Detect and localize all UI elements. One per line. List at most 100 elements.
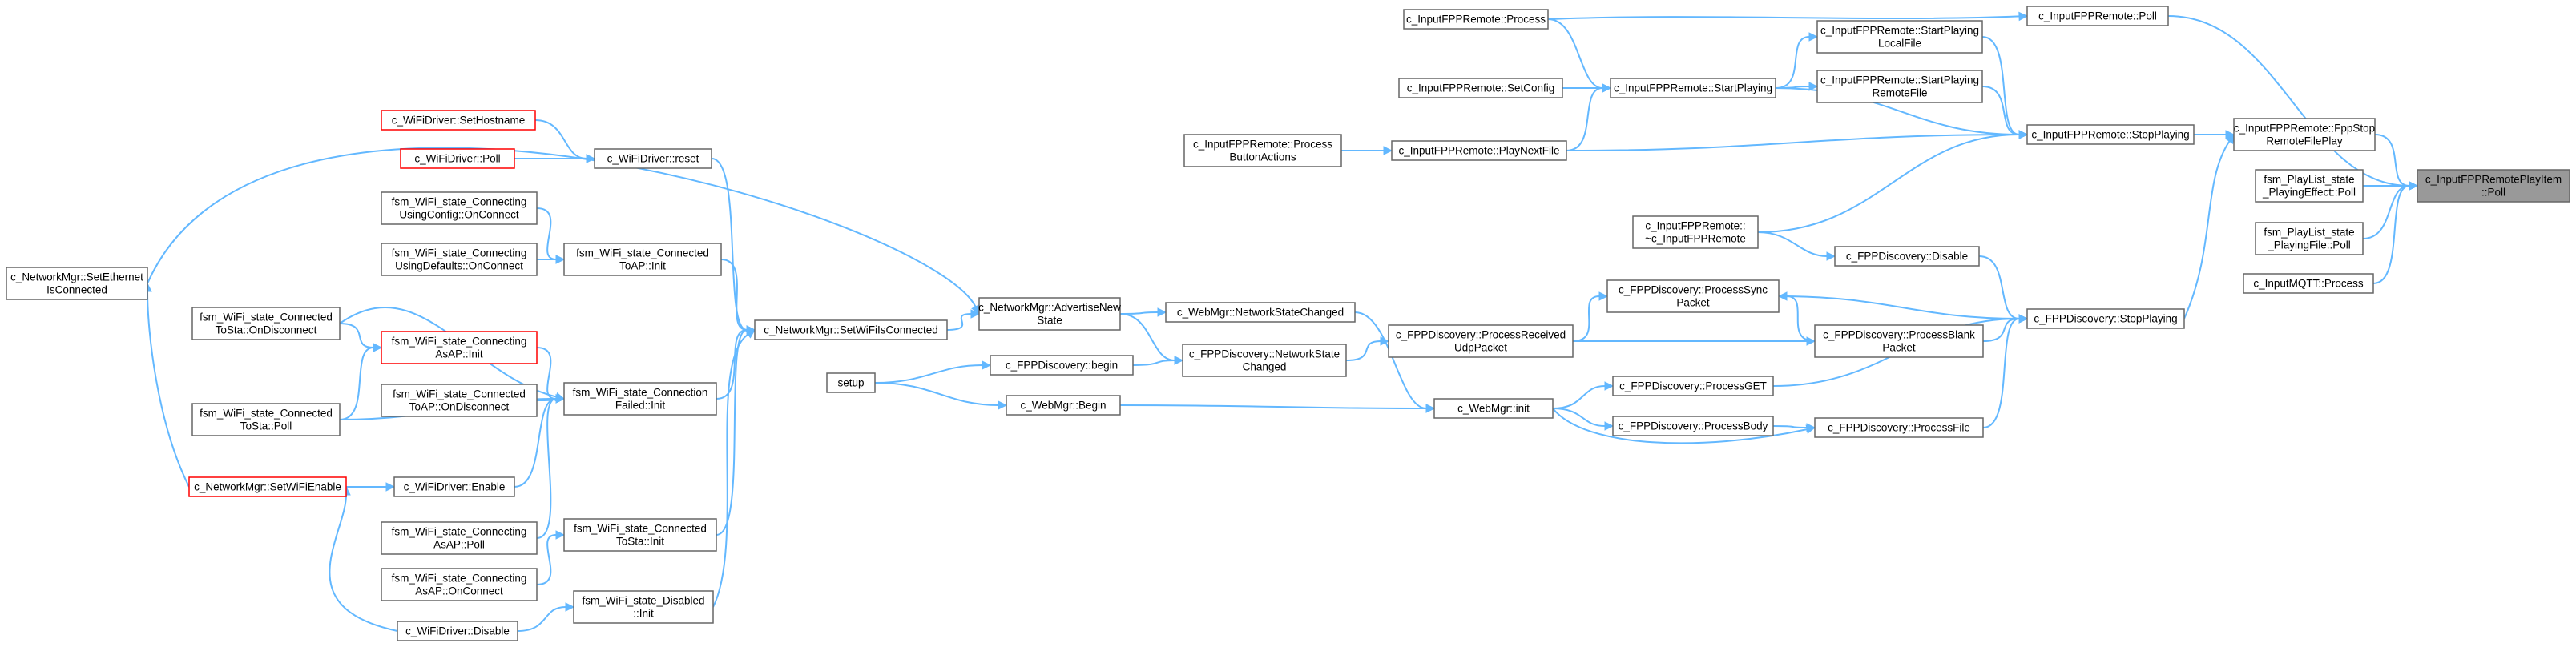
- node-box: [6, 267, 148, 300]
- edge-procBody-to-procFile: [1772, 425, 1808, 428]
- edge-driverDisable-to-setWiFiEnable: [329, 494, 398, 632]
- node-setWiFiEnable[interactable]: c_NetworkMgr::SetWiFiEnable: [188, 476, 347, 497]
- node-label-line: fsm_PlayList_state: [2264, 227, 2354, 239]
- node-plFile[interactable]: fsm_PlayList_state_PlayingFile::Poll: [2255, 222, 2364, 255]
- node-setup[interactable]: setup: [826, 372, 876, 393]
- node-setHostname[interactable]: c_WiFiDriver::SetHostname: [381, 110, 536, 131]
- node-box: [563, 518, 717, 552]
- node-process[interactable]: c_InputFPPRemote::Process: [1403, 9, 1549, 30]
- node-label-line: RemoteFilePlay: [2266, 135, 2343, 147]
- node-root[interactable]: c_InputFPPRemotePlayItem::Poll: [2417, 169, 2570, 203]
- node-box: [1606, 279, 1780, 313]
- node-box: [188, 476, 347, 497]
- node-box: [2026, 124, 2195, 145]
- node-netStateChanged[interactable]: c_FPPDiscovery::NetworkStateChanged: [1182, 344, 1347, 377]
- node-label-line: c_WebMgr::NetworkStateChanged: [1177, 307, 1344, 319]
- node-label-line: c_WiFiDriver::SetHostname: [392, 115, 526, 127]
- node-fppDiscStop[interactable]: c_FPPDiscovery::StopPlaying: [2026, 308, 2185, 329]
- node-box: [381, 243, 538, 276]
- node-box: [397, 621, 518, 641]
- node-label-line: c_InputFPPRemotePlayItem: [2425, 174, 2562, 186]
- arrowhead-destructor-to-discDisable: [1826, 251, 1836, 261]
- arrowhead-setWiFiEnable-to-driverEnable: [385, 482, 396, 492]
- edge-toStaInit-to-setWiFiConn: [716, 329, 748, 536]
- node-stopPlaying[interactable]: c_InputFPPRemote::StopPlaying: [2026, 124, 2195, 145]
- node-label-line: ToSta::Init: [616, 536, 664, 548]
- node-driverEnable[interactable]: c_WiFiDriver::Enable: [393, 476, 515, 497]
- edge-spLocal-to-stopPlaying: [1981, 36, 2020, 135]
- node-driverPoll[interactable]: c_WiFiDriver::Poll: [400, 148, 515, 169]
- node-plEffect[interactable]: fsm_PlayList_state_PlayingEffect::Poll: [2255, 169, 2364, 203]
- edge-plFile-to-root: [2362, 185, 2410, 239]
- edge-toStaDisc-to-asApInit: [339, 323, 374, 348]
- node-label-line: c_FPPDiscovery::ProcessBlank: [1823, 329, 1975, 341]
- node-mqtt[interactable]: c_InputMQTT::Process: [2243, 273, 2374, 294]
- node-toApDisc[interactable]: fsm_WiFi_state_ConnectedToAP::OnDisconne…: [381, 384, 538, 417]
- node-procGet[interactable]: c_FPPDiscovery::ProcessGET: [1612, 376, 1774, 396]
- edge-startPlaying-to-spRemote: [1775, 86, 1810, 89]
- edge-webBegin-to-webInit: [1119, 404, 1427, 409]
- edge-advertise-to-webNetState: [1119, 311, 1159, 315]
- node-label-line: c_WiFiDriver::Disable: [405, 625, 510, 637]
- node-discBegin[interactable]: c_FPPDiscovery::begin: [990, 355, 1134, 376]
- edge-fppStop-to-root: [2374, 134, 2410, 187]
- node-discDisable[interactable]: c_FPPDiscovery::Disable: [1834, 246, 1980, 267]
- node-label-line: RemoteFile: [1872, 87, 1927, 99]
- edge-remotePoll-to-root: [2167, 15, 2410, 187]
- node-webInit[interactable]: c_WebMgr::init: [1433, 398, 1554, 419]
- node-label-line: ToAP::Init: [619, 260, 666, 272]
- node-label-line: ToSta::Poll: [240, 420, 292, 432]
- node-label-line: ::Init: [633, 608, 654, 620]
- node-box: [1612, 416, 1774, 436]
- node-toStaDisc[interactable]: fsm_WiFi_state_ConnectedToSta::OnDisconn…: [191, 307, 341, 340]
- node-connUsingCfg[interactable]: fsm_WiFi_state_ConnectingUsingConfig::On…: [381, 191, 538, 225]
- node-procFile[interactable]: c_FPPDiscovery::ProcessFile: [1814, 417, 1984, 438]
- node-box: [2243, 273, 2374, 294]
- node-label-line: c_FPPDiscovery::ProcessFile: [1828, 422, 1970, 434]
- node-remotePoll[interactable]: c_InputFPPRemote::Poll: [2026, 6, 2169, 26]
- node-procBody[interactable]: c_FPPDiscovery::ProcessBody: [1612, 416, 1774, 436]
- edge-wifiReset-to-setWiFiConn: [711, 158, 748, 331]
- node-label-line: c_WiFiDriver::Enable: [404, 481, 506, 493]
- edge-connUsingCfg-to-connToApInit: [536, 207, 557, 260]
- node-label-line: fsm_WiFi_state_Connected: [393, 388, 526, 400]
- node-wifiReset[interactable]: c_WiFiDriver::reset: [594, 148, 712, 169]
- node-setConfig[interactable]: c_InputFPPRemote::SetConfig: [1398, 78, 1563, 98]
- node-webNetState[interactable]: c_WebMgr::NetworkStateChanged: [1165, 302, 1356, 323]
- node-label-line: c_NetworkMgr::SetEthernet: [10, 271, 143, 283]
- node-startPlaying[interactable]: c_InputFPPRemote::StartPlaying: [1610, 78, 1776, 98]
- node-connUsingDef[interactable]: fsm_WiFi_state_ConnectingUsingDefaults::…: [381, 243, 538, 276]
- node-webBegin[interactable]: c_WebMgr::Begin: [1006, 395, 1121, 416]
- node-label-line: c_InputFPPRemote::PlayNextFile: [1398, 145, 1559, 157]
- node-label-line: Packet: [1676, 297, 1710, 309]
- node-box: [1632, 215, 1759, 249]
- node-box: [381, 331, 538, 364]
- node-disabledInit[interactable]: fsm_WiFi_state_Disabled::Init: [573, 590, 714, 624]
- node-driverDisable[interactable]: c_WiFiDriver::Disable: [397, 621, 518, 641]
- node-label-line: c_NetworkMgr::AdvertiseNew: [978, 302, 1121, 314]
- node-label-line: c_WebMgr::init: [1457, 403, 1530, 415]
- node-playNext[interactable]: c_InputFPPRemote::PlayNextFile: [1391, 140, 1567, 161]
- node-setWiFiConn[interactable]: c_NetworkMgr::SetWiFiIsConnected: [754, 319, 948, 340]
- node-label-line: _PlayingFile::Poll: [2267, 239, 2351, 251]
- node-box: [1391, 140, 1567, 161]
- edge-driverDisable-to-disabledInit: [517, 606, 566, 632]
- node-label-line: Failed::Init: [615, 400, 666, 412]
- node-destructor[interactable]: c_InputFPPRemote::~c_InputFPPRemote: [1632, 215, 1759, 249]
